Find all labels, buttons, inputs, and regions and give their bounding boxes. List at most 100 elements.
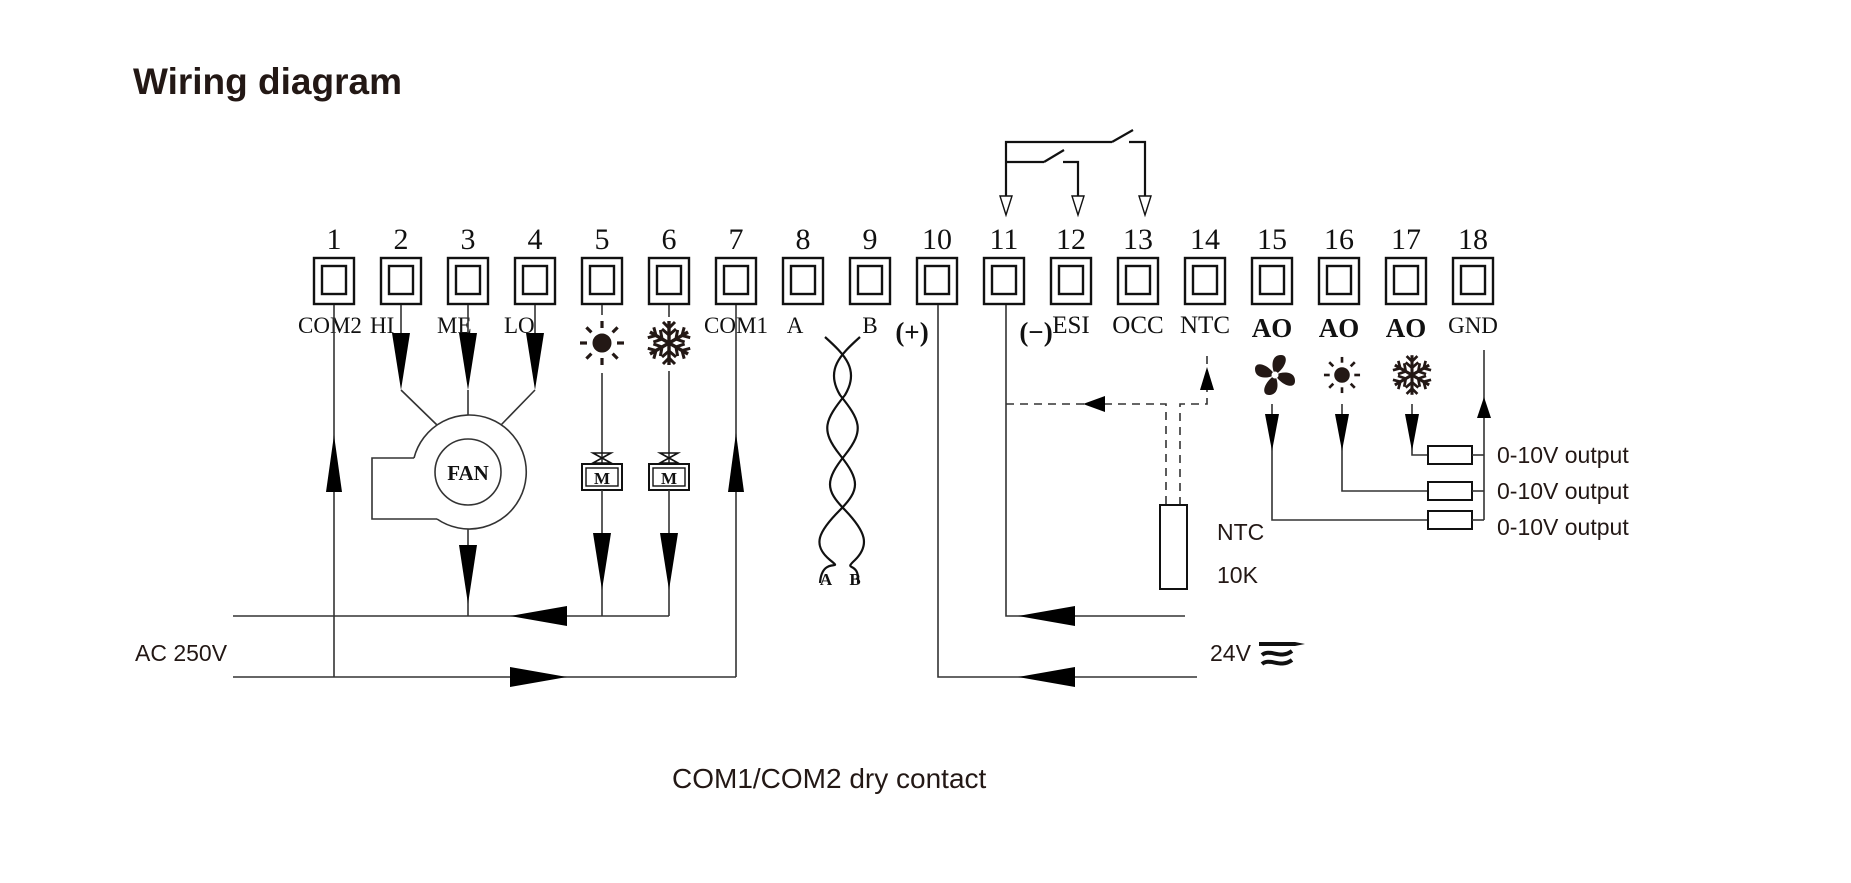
terminal-5: 5 xyxy=(580,223,624,306)
terminal-label: A xyxy=(787,313,804,338)
snowflake-icon xyxy=(646,321,691,365)
terminal-label: B xyxy=(862,313,877,338)
sun-icon xyxy=(578,319,626,367)
terminal-number: 13 xyxy=(1123,223,1153,256)
terminal-label: AO xyxy=(1386,313,1427,343)
terminal-screw xyxy=(789,264,817,296)
ac-dc-symbol-icon xyxy=(1259,642,1305,666)
terminal-3: 3ME xyxy=(437,223,490,338)
ntc-type-label: NTC xyxy=(1217,519,1264,545)
terminal-number: 14 xyxy=(1190,223,1220,256)
terminal-screw xyxy=(1258,264,1286,296)
diagram-title: Wiring diagram xyxy=(133,61,402,102)
resistor xyxy=(1427,445,1473,465)
twisted-pair-label-a: A xyxy=(820,570,833,589)
terminal-label: COM2 xyxy=(298,313,362,338)
terminal-screw xyxy=(1124,264,1152,296)
resistor xyxy=(1427,481,1473,501)
snowflake-icon xyxy=(1392,355,1433,395)
ac-power: AC 250V xyxy=(135,606,736,687)
terminal-label: NTC xyxy=(1180,312,1230,339)
dry-contact-switch xyxy=(999,129,1152,218)
terminal-screw xyxy=(856,264,884,296)
twisted-pair-rs485: A B xyxy=(818,336,866,589)
terminal-label: AO xyxy=(1252,313,1293,343)
ntc-sensor: NTC 10K xyxy=(1006,352,1264,590)
terminal-screw xyxy=(1191,264,1219,296)
terminal-8: 8A xyxy=(781,223,825,338)
ac-line-arrow xyxy=(510,606,567,626)
fan-motor: FAN xyxy=(371,305,544,616)
terminal-number: 18 xyxy=(1458,223,1488,256)
analog-output-label: 0-10V output xyxy=(1497,514,1629,540)
terminal-screw xyxy=(1057,264,1085,296)
terminal-screw xyxy=(1392,264,1420,296)
terminal-number: 11 xyxy=(990,223,1019,256)
valve-cooling: M xyxy=(646,305,691,616)
terminal-number: 4 xyxy=(528,223,543,256)
terminal-number: 10 xyxy=(922,223,952,256)
terminal-screw xyxy=(990,264,1018,296)
caption: COM1/COM2 dry contact xyxy=(672,763,987,794)
valve-m-label: M xyxy=(661,469,677,488)
terminal-number: 9 xyxy=(863,223,878,256)
terminal-label: ESI xyxy=(1052,312,1090,339)
terminal-screw xyxy=(923,264,951,296)
switch-arrow-11 xyxy=(999,195,1013,218)
terminal-label: (−) xyxy=(1019,317,1052,347)
terminal-label: OCC xyxy=(1112,312,1163,339)
terminal-number: 12 xyxy=(1056,223,1086,256)
terminal-number: 6 xyxy=(662,223,677,256)
terminal-screw xyxy=(387,264,415,296)
analog-output-label: 0-10V output xyxy=(1497,442,1629,468)
terminal-number: 5 xyxy=(595,223,610,256)
ac-return-arrow xyxy=(510,667,567,687)
terminal-4: 4LO xyxy=(504,223,557,338)
switch-arrow-13 xyxy=(1138,195,1152,218)
terminal-11: 11 (−) xyxy=(982,223,1053,347)
dc-voltage-label: 24V xyxy=(1210,640,1252,666)
me-arrow xyxy=(459,333,477,390)
terminal-6: 6 xyxy=(647,223,691,306)
terminal-number: 7 xyxy=(729,223,744,256)
terminal-number: 8 xyxy=(796,223,811,256)
fan-label: FAN xyxy=(447,461,489,485)
terminal-screw xyxy=(655,264,683,296)
terminal-10: 10 (+) xyxy=(895,223,959,347)
terminal-number: 1 xyxy=(327,223,342,256)
terminal-label: (+) xyxy=(895,317,928,347)
terminal-screw xyxy=(722,264,750,296)
dc-power: 24V xyxy=(937,305,1305,687)
lo-arrow xyxy=(526,333,544,390)
com2-wire xyxy=(326,305,342,677)
terminal-number: 3 xyxy=(461,223,476,256)
terminal-number: 17 xyxy=(1391,223,1421,256)
terminal-screw xyxy=(588,264,616,296)
terminal-screw xyxy=(1325,264,1353,296)
valve-heating: M xyxy=(578,305,626,616)
ac-voltage-label: AC 250V xyxy=(135,640,228,666)
analog-output-label: 0-10V output xyxy=(1497,478,1629,504)
terminal-label: HI xyxy=(370,313,394,338)
ntc-value-label: 10K xyxy=(1217,562,1259,588)
terminal-screw xyxy=(454,264,482,296)
twisted-pair-label-b: B xyxy=(849,570,860,589)
terminal-number: 16 xyxy=(1324,223,1354,256)
terminal-screw xyxy=(521,264,549,296)
terminal-9: 9B xyxy=(848,223,892,338)
resistor xyxy=(1427,510,1473,530)
terminal-number: 2 xyxy=(394,223,409,256)
com1-wire xyxy=(728,305,744,677)
sun-icon xyxy=(1322,355,1362,395)
